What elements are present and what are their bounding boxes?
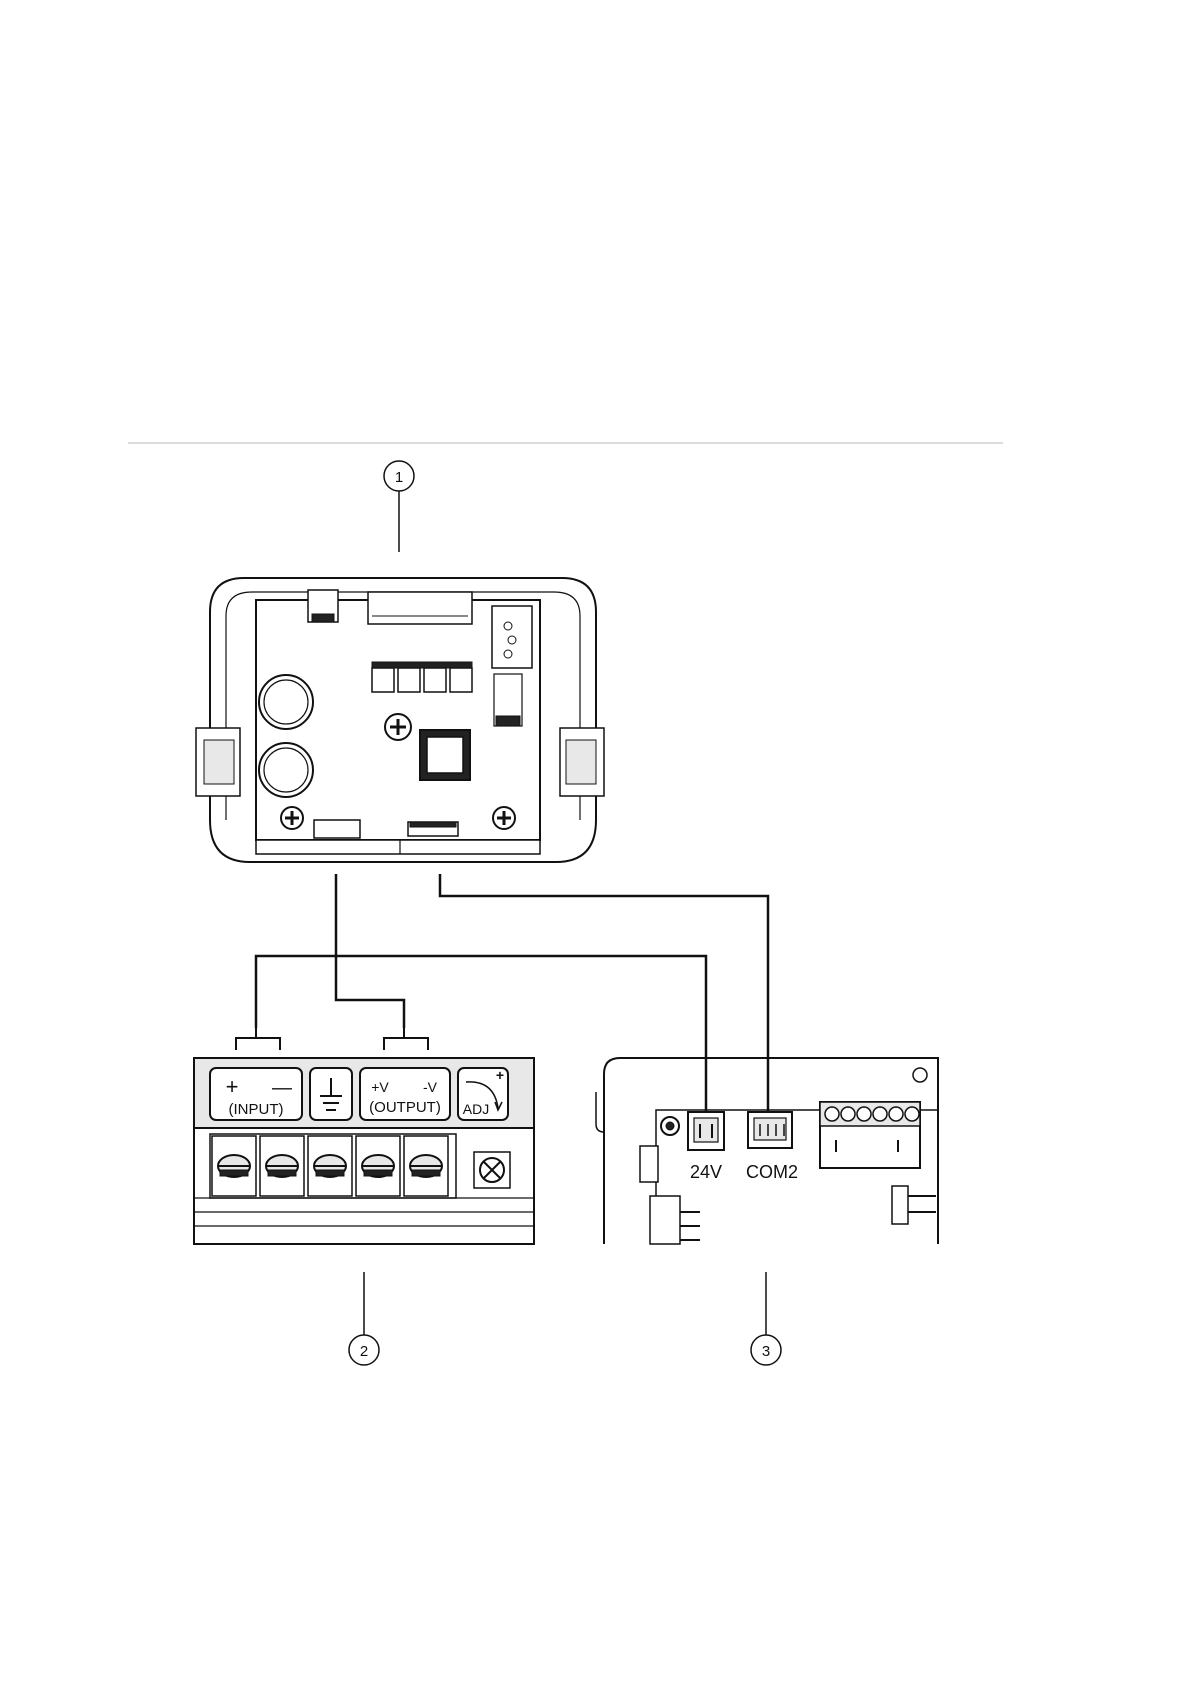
callout-2-number: 2 <box>360 1343 368 1360</box>
psu-terminal <box>404 1136 448 1196</box>
module-screw <box>281 807 303 829</box>
output-label-text: (OUTPUT) <box>369 1099 441 1116</box>
psu-terminal <box>308 1136 352 1196</box>
board-com2-connector <box>748 1112 792 1148</box>
module-chip <box>450 668 472 692</box>
camera-module <box>196 578 604 862</box>
module-ribbon-connector <box>368 592 472 624</box>
input-minus-symbol: — <box>272 1077 292 1099</box>
module-screw <box>385 714 411 740</box>
module-capacitor <box>259 743 313 797</box>
callout-3-number: 3 <box>762 1343 770 1360</box>
board-terminal-block <box>820 1102 920 1168</box>
wire-power-to-output <box>336 874 404 1028</box>
adj-label-text: ADJ <box>463 1101 489 1117</box>
module-chip <box>424 668 446 692</box>
callout-2: 2 <box>349 1272 379 1365</box>
psu-terminal <box>356 1136 400 1196</box>
psu-adjust-screw <box>474 1152 510 1188</box>
output-plus-v: +V <box>371 1079 389 1095</box>
input-label-text: (INPUT) <box>229 1101 284 1118</box>
board-com2-label: COM2 <box>746 1162 798 1182</box>
adj-plus-symbol: + <box>496 1067 504 1083</box>
power-supply: + — (INPUT) +V -V (OUTPUT) + ADJ <box>194 1058 534 1244</box>
module-chip <box>398 668 420 692</box>
callout-1: 1 <box>384 461 414 552</box>
psu-terminal <box>212 1136 256 1196</box>
board-24v-label: 24V <box>690 1162 722 1182</box>
output-terminal-bracket <box>384 1038 428 1050</box>
psu-terminals <box>210 1134 456 1198</box>
callout-3: 3 <box>751 1272 781 1365</box>
callout-1-number: 1 <box>395 469 403 486</box>
input-plus-symbol: + <box>226 1074 239 1099</box>
module-capacitor <box>259 675 313 729</box>
output-minus-v: -V <box>423 1079 438 1095</box>
input-terminal-bracket <box>236 1038 280 1050</box>
psu-terminal <box>260 1136 304 1196</box>
module-screw <box>493 807 515 829</box>
board-24v-connector <box>688 1112 724 1150</box>
module-chip <box>372 668 394 692</box>
module-power-connector <box>314 820 360 838</box>
